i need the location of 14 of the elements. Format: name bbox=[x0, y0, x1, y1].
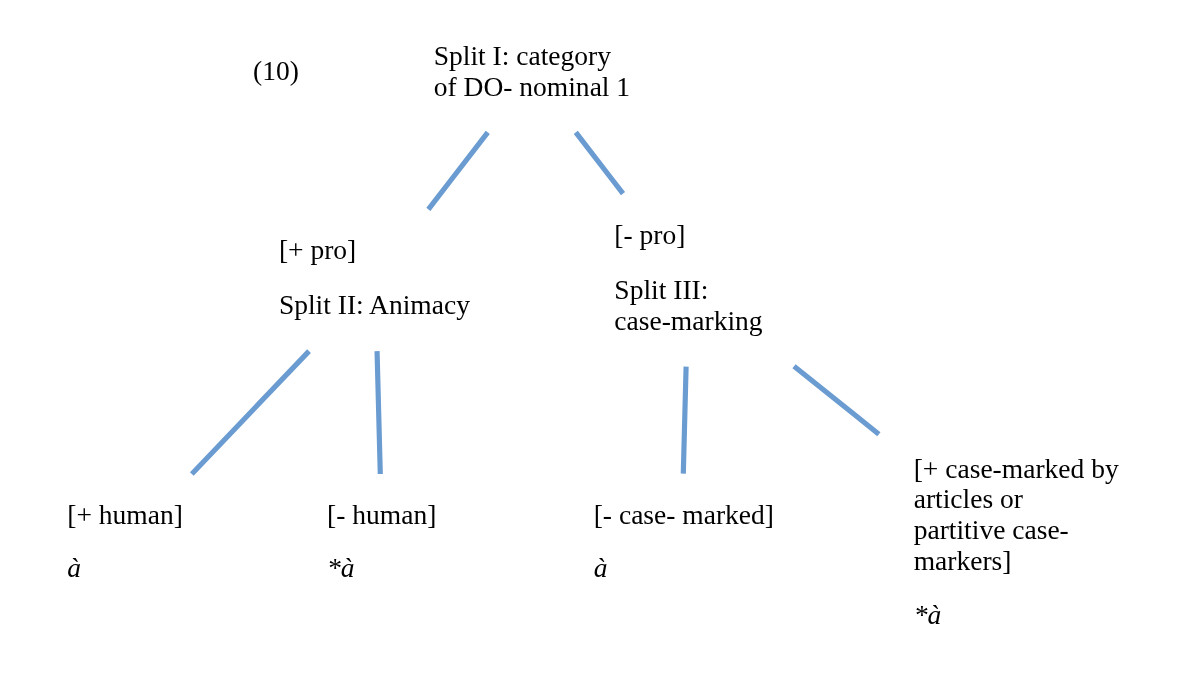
connector bbox=[189, 349, 311, 476]
node-text: [- case- marked] à bbox=[593, 498, 774, 584]
node-text: [+ human] à bbox=[67, 498, 183, 584]
node-text: [+ pro] Split II: Animacy bbox=[278, 234, 470, 321]
connector bbox=[680, 366, 689, 474]
node-text: [- human] *à bbox=[327, 498, 437, 584]
label: (10) bbox=[253, 55, 299, 87]
node-text: Split I: category of DO- nominal 1 bbox=[433, 39, 631, 102]
connector bbox=[374, 351, 383, 475]
connector bbox=[792, 364, 881, 437]
node-text: [+ case-marked by articles or partitive case- markers] *à bbox=[913, 452, 1119, 630]
connector bbox=[573, 130, 626, 196]
connector bbox=[426, 130, 490, 211]
node-text: [- pro] Split III: case-marking bbox=[614, 218, 763, 336]
